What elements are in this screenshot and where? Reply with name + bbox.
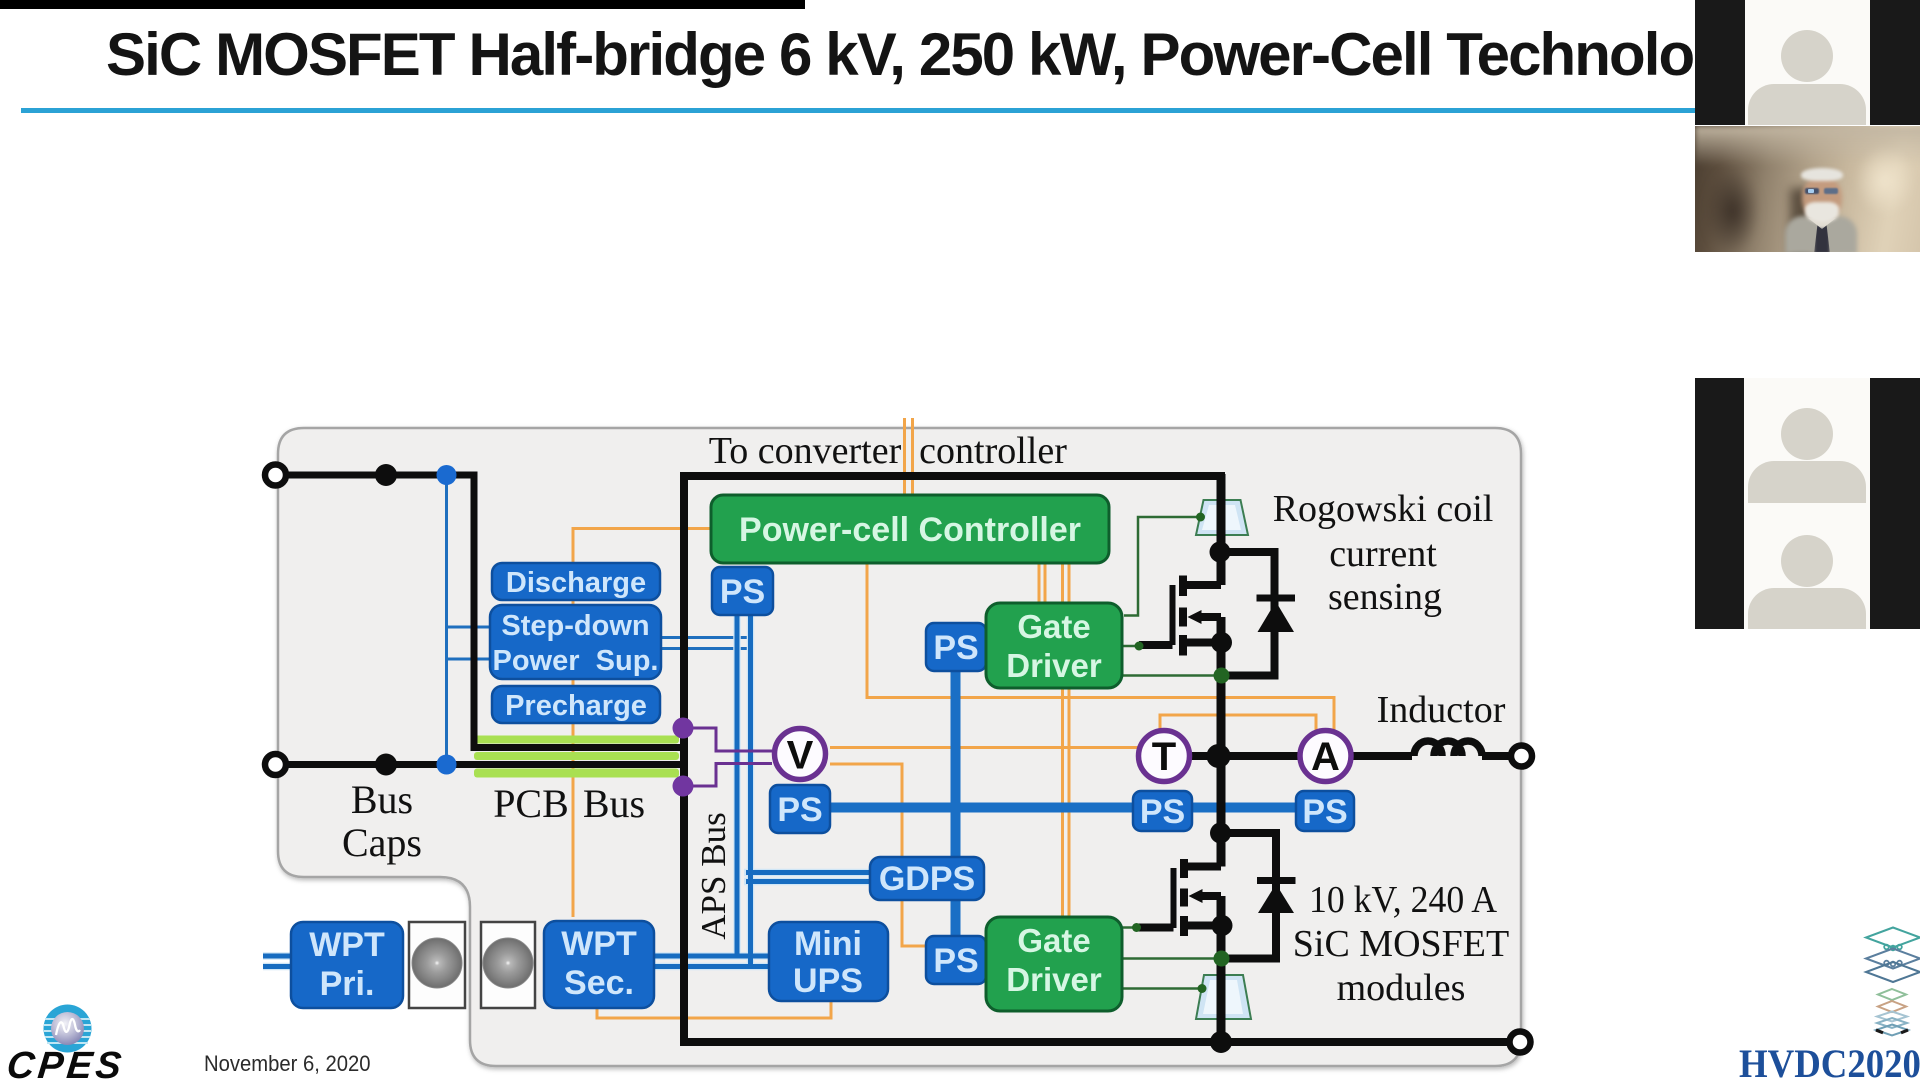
svg-text:current: current: [1329, 533, 1437, 575]
svg-text:APS Bus: APS Bus: [694, 812, 733, 939]
svg-text:controller: controller: [919, 430, 1067, 472]
svg-text:PS: PS: [1302, 793, 1347, 831]
svg-text:Mini: Mini: [794, 925, 862, 963]
svg-text:PS: PS: [933, 629, 978, 667]
svg-text:V: V: [787, 734, 814, 778]
svg-text:Driver: Driver: [1006, 647, 1102, 684]
svg-text:PS: PS: [1140, 793, 1185, 831]
svg-text:GDPS: GDPS: [879, 860, 975, 898]
svg-text:sensing: sensing: [1328, 576, 1442, 618]
svg-text:SiC MOSFET: SiC MOSFET: [1293, 923, 1509, 965]
svg-text:PS: PS: [933, 942, 978, 980]
svg-text:Gate: Gate: [1017, 922, 1090, 959]
svg-text:Bus: Bus: [583, 781, 645, 826]
svg-text:modules: modules: [1337, 967, 1466, 1009]
svg-text:UPS: UPS: [793, 962, 863, 1000]
svg-text:Precharge: Precharge: [505, 690, 647, 722]
svg-text:A: A: [1311, 735, 1340, 779]
svg-text:Bus: Bus: [351, 777, 413, 822]
svg-text:Step-down: Step-down: [501, 610, 649, 642]
svg-text:WPT: WPT: [309, 926, 385, 964]
svg-text:WPT: WPT: [561, 925, 637, 963]
svg-text:Power Sup.: Power Sup.: [493, 645, 659, 677]
svg-text:Driver: Driver: [1006, 961, 1102, 998]
svg-text:PCB: PCB: [493, 781, 569, 826]
svg-text:To converter: To converter: [709, 430, 902, 472]
svg-text:Discharge: Discharge: [506, 567, 646, 599]
svg-text:PS: PS: [720, 573, 765, 611]
svg-text:PS: PS: [777, 791, 822, 829]
svg-text:Sec.: Sec.: [564, 964, 634, 1002]
svg-text:Rogowski coil: Rogowski coil: [1273, 488, 1494, 530]
svg-text:Power-cell Controller: Power-cell Controller: [739, 511, 1081, 549]
svg-text:Caps: Caps: [342, 820, 422, 865]
svg-text:T: T: [1152, 735, 1176, 779]
svg-text:Gate: Gate: [1017, 608, 1090, 645]
svg-text:Pri.: Pri.: [320, 965, 375, 1003]
svg-text:10 kV, 240 A: 10 kV, 240 A: [1309, 879, 1498, 921]
svg-text:Inductor: Inductor: [1377, 689, 1506, 731]
